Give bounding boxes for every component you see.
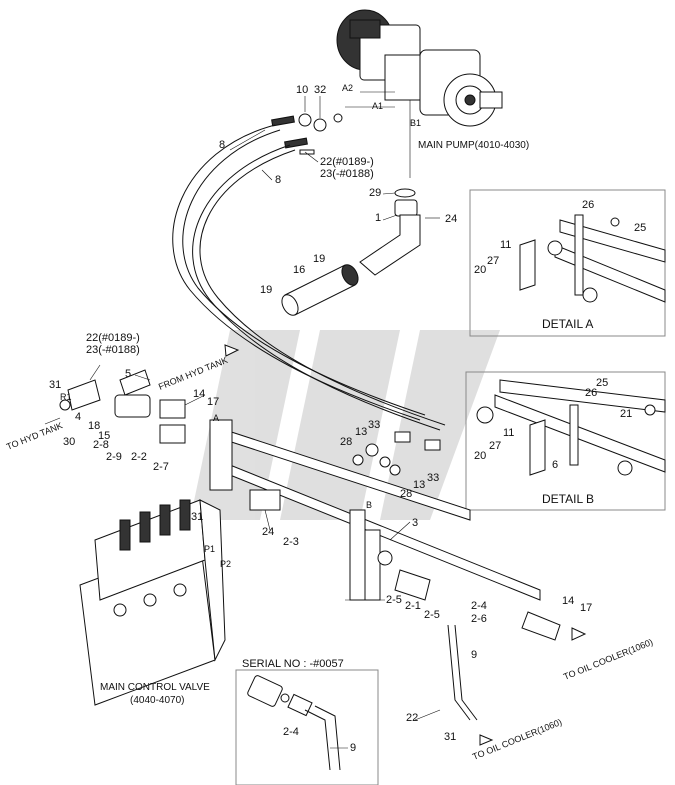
callout: 2-1 [405, 600, 421, 612]
callout: 8 [219, 139, 225, 151]
section-a-marker: A [213, 413, 219, 423]
callout: 10 [296, 84, 308, 96]
callout: 6 [552, 459, 558, 471]
callout: 2-8 [93, 439, 109, 451]
callout: 33 [427, 472, 439, 484]
callout: 18 [88, 420, 100, 432]
callout: 2-2 [131, 451, 147, 463]
arrows [44, 344, 587, 746]
callout: 20 [474, 264, 486, 276]
callout: 24 [262, 526, 274, 538]
callout: 31 [191, 511, 203, 523]
callout: 14 [562, 595, 574, 607]
callout: 32 [314, 84, 326, 96]
callout: 26 [585, 387, 597, 399]
callout: 28 [340, 436, 352, 448]
leader-lines [89, 96, 441, 749]
callout: 19 [313, 253, 325, 265]
callout: 23(-#0188) [320, 168, 374, 180]
main-pump [336, 9, 503, 127]
callout: 2-3 [283, 536, 299, 548]
callout: 11 [503, 427, 514, 439]
callout: 14 [193, 388, 205, 400]
callout: 1 [375, 212, 381, 224]
callout: 9 [350, 742, 356, 754]
serial-inset-parts [247, 675, 341, 771]
left-fittings [59, 369, 186, 444]
callout: 25 [596, 377, 608, 389]
suction-hose [281, 264, 359, 316]
callout: 13 [413, 479, 425, 491]
callout: 27 [487, 255, 499, 267]
fitting-cluster [352, 431, 441, 476]
callout: 4 [75, 411, 81, 423]
serial-label: SERIAL NO : -#0057 [242, 658, 344, 670]
callout: 33 [368, 419, 380, 431]
port-a1-label: A1 [372, 101, 383, 111]
callout: 27 [489, 440, 501, 452]
callout: 22(#0189-) [320, 156, 374, 168]
callout: 16 [293, 264, 305, 276]
main-pump-label: MAIN PUMP(4010-4030) [418, 140, 529, 151]
callout: 20 [474, 450, 486, 462]
callout: 11 [500, 239, 511, 251]
mcv-label: MAIN CONTROL VALVE [100, 682, 210, 693]
to-hyd-tank-label: TO HYD TANK [5, 420, 64, 452]
callout: 24 [445, 213, 457, 225]
callout: 29 [369, 187, 381, 199]
callout: 2-5 [424, 609, 440, 621]
callout: 13 [355, 426, 367, 438]
callout: 5 [125, 368, 131, 380]
port-p1-label: P1 [204, 544, 215, 554]
callout: 2-7 [153, 461, 169, 473]
pressure-hoses [172, 124, 446, 431]
callout: 8 [275, 174, 281, 186]
detail-b-frame [465, 371, 666, 511]
callout: 2-4 [471, 600, 487, 612]
port-b1-label: B1 [410, 118, 421, 128]
serial-inset-frame [235, 669, 379, 785]
port-a2-label: A2 [342, 83, 353, 93]
callout: 26 [582, 199, 594, 211]
callout: 17 [580, 602, 592, 614]
callout: 15 [98, 430, 110, 442]
detail-a-label: DETAIL A [542, 317, 593, 331]
callout: 31 [49, 379, 61, 391]
callout: 28 [400, 488, 412, 500]
port-p2-label: P2 [220, 559, 231, 569]
callout: 31 [444, 731, 456, 743]
center-pipe-assembly [209, 419, 561, 641]
to-oil-cooler-label-1: TO OIL COOLER(1060) [562, 637, 654, 682]
callout: 2-5 [386, 594, 402, 606]
pump-port-lines [345, 91, 411, 178]
port-r1-label: R1 [60, 392, 72, 402]
main-control-valve [79, 499, 226, 706]
mcv-range-label: (4040-4070) [130, 695, 184, 706]
callout: 25 [634, 222, 646, 234]
detail-b-label: DETAIL B [542, 492, 594, 506]
callout: 3 [412, 517, 418, 529]
callout: 19 [260, 284, 272, 296]
callout: 22 [406, 712, 418, 724]
pump-fittings [271, 113, 343, 155]
watermark-logo [190, 330, 500, 520]
detail-b-bracket [476, 379, 666, 476]
callout: 2-6 [471, 613, 487, 625]
callout: 9 [471, 649, 477, 661]
cooler-hose [447, 624, 471, 721]
callout: 2-4 [283, 726, 299, 738]
section-b-marker: B [366, 500, 372, 510]
callout-labels: 10 32 8 8 22(#0189-) 23(-#0188) 29 1 24 … [49, 84, 646, 754]
callout: 17 [207, 396, 219, 408]
callout: 23(-#0188) [86, 344, 140, 356]
callout: 21 [620, 408, 632, 420]
callout: 2-9 [106, 451, 122, 463]
detail-a-frame [469, 189, 666, 337]
suction-pipe [359, 188, 440, 276]
callout: 30 [63, 436, 75, 448]
detail-a-bracket [519, 214, 666, 303]
callout: 22(#0189-) [86, 332, 140, 344]
